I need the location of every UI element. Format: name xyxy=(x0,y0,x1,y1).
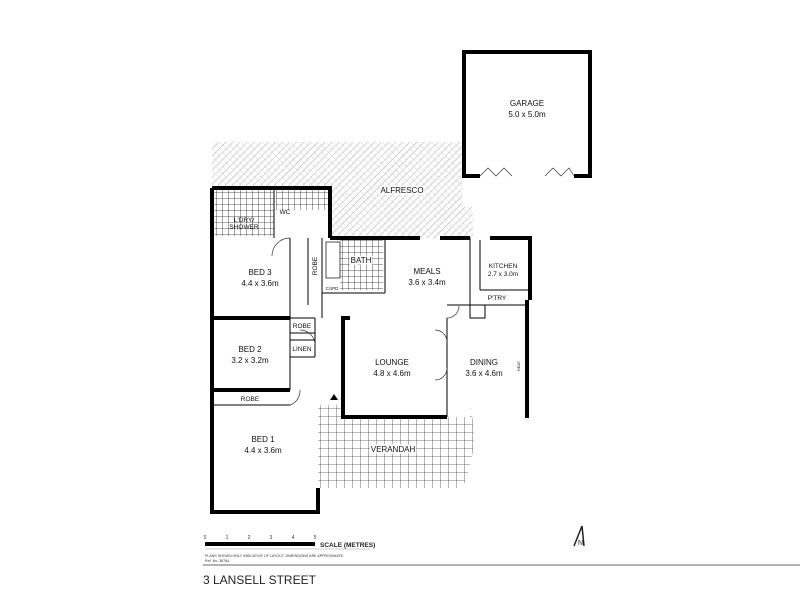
kitchen-label: KITCHEN xyxy=(489,263,518,270)
pantry-label: P'TRY xyxy=(488,295,507,302)
garage-label: GARAGE xyxy=(510,99,544,108)
scale-tick: 0 xyxy=(204,535,207,541)
dining-label: DINING xyxy=(470,358,498,367)
kitchen-size: 2.7 x 3.0m xyxy=(488,271,518,278)
laundry-label-1: L'DRY/ xyxy=(234,217,254,224)
wc-label: WC xyxy=(280,209,291,216)
lounge-label: LOUNGE xyxy=(375,358,409,367)
verandah: VERANDAH xyxy=(318,405,474,488)
north-arrow-icon: N xyxy=(573,525,585,547)
lounge-size: 4.8 x 4.6m xyxy=(373,369,411,378)
garage: GARAGE 5.0 x 5.0m xyxy=(462,50,592,178)
scale-tick: 1 xyxy=(226,535,229,541)
robe-bed2-label: ROBE xyxy=(293,323,312,330)
walls xyxy=(210,186,532,514)
robe-bed1-label: ROBE xyxy=(241,396,260,403)
alfresco: ALFRESCO xyxy=(212,142,473,238)
linen-label: LINEN xyxy=(292,346,311,353)
dining-size: 3.6 x 4.6m xyxy=(465,369,503,378)
scale-tick: 4 xyxy=(292,535,295,541)
meals-label: MEALS xyxy=(413,267,440,276)
bath-label: BATH xyxy=(351,256,372,265)
address-title: 3 LANSELL STREET xyxy=(203,573,317,587)
verandah-label: VERANDAH xyxy=(371,445,416,454)
disclaimer: PLANS SHOWN ONLY INDICATIVE OF LAYOUT. D… xyxy=(205,554,344,558)
cupd-label: CUPD xyxy=(326,286,340,291)
scale-tick: 3 xyxy=(270,535,273,541)
scale-tick: 2 xyxy=(248,535,251,541)
meals-size: 3.6 x 3.4m xyxy=(408,278,446,287)
north-label: N xyxy=(578,540,583,547)
bed1-size: 4.4 x 3.6m xyxy=(244,446,282,455)
ref-number: Ref. No. 38764 xyxy=(205,559,229,563)
alfresco-label: ALFRESCO xyxy=(380,186,423,195)
robe-bed3-label: ROBE xyxy=(312,256,319,275)
laundry-label-2: SHOWER xyxy=(229,224,259,231)
bed3-label: BED 3 xyxy=(248,268,272,277)
scale-bar: 0 1 2 3 4 5 SCALE (METRES) PLANS SHOWN O… xyxy=(204,535,376,563)
bed2-size: 3.2 x 3.2m xyxy=(231,356,269,365)
garage-size: 5.0 x 5.0m xyxy=(508,110,546,119)
scale-label: SCALE (METRES) xyxy=(320,542,375,549)
bed3-size: 4.4 x 3.6m xyxy=(241,279,279,288)
heat-label: HEAT xyxy=(516,360,521,371)
scale-tick: 5 xyxy=(314,535,317,541)
bed2-label: BED 2 xyxy=(238,345,262,354)
bed1-label: BED 1 xyxy=(251,435,275,444)
